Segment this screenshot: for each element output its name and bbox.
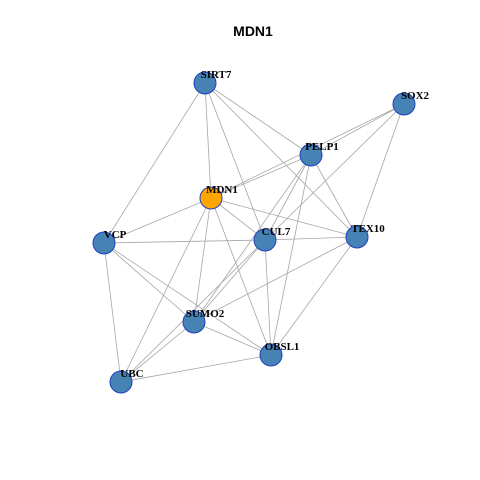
node-label: OBSL1 xyxy=(265,341,300,353)
node-label: CUL7 xyxy=(262,226,291,238)
node-tex10[interactable]: TEX10 xyxy=(345,223,385,249)
edge-mdn1-vcp xyxy=(103,197,212,244)
edge-cul7-tex10 xyxy=(264,236,358,241)
node-sumo2[interactable]: SUMO2 xyxy=(182,308,225,334)
node-circle[interactable] xyxy=(109,370,133,394)
edge-sirt7-pelp1 xyxy=(204,82,312,156)
edge-sirt7-cul7 xyxy=(204,82,266,241)
edge-mdn1-ubc xyxy=(120,197,212,383)
edge-sox2-tex10 xyxy=(356,103,405,238)
node-label: SOX2 xyxy=(401,90,430,102)
edge-pelp1-cul7 xyxy=(264,154,312,241)
node-cul7[interactable]: CUL7 xyxy=(253,226,291,252)
edge-sirt7-tex10 xyxy=(204,82,358,238)
edge-vcp-ubc xyxy=(103,242,122,383)
edge-tex10-sumo2 xyxy=(193,236,358,323)
edge-sirt7-mdn1 xyxy=(204,82,212,199)
node-mdn1[interactable]: MDN1 xyxy=(199,184,238,210)
node-label: PELP1 xyxy=(305,141,339,153)
edge-vcp-sumo2 xyxy=(103,242,195,323)
node-circle[interactable] xyxy=(299,143,323,167)
edge-sirt7-vcp xyxy=(103,82,206,244)
edge-sox2-cul7 xyxy=(264,103,405,241)
edge-cul7-sumo2 xyxy=(193,239,266,323)
edge-pelp1-mdn1 xyxy=(210,154,312,199)
edge-layer xyxy=(103,82,405,383)
node-vcp[interactable]: VCP xyxy=(92,229,127,255)
edge-sox2-pelp1 xyxy=(310,103,405,156)
edge-mdn1-tex10 xyxy=(210,197,358,238)
edge-cul7-obsl1 xyxy=(264,239,272,356)
node-circle[interactable] xyxy=(199,186,223,210)
node-circle[interactable] xyxy=(182,310,206,334)
edge-vcp-cul7 xyxy=(103,239,266,244)
node-circle[interactable] xyxy=(253,228,277,252)
node-label: UBC xyxy=(120,368,143,380)
node-obsl1[interactable]: OBSL1 xyxy=(259,341,300,367)
edge-mdn1-sumo2 xyxy=(193,197,212,323)
edge-pelp1-tex10 xyxy=(310,154,358,238)
edge-tex10-obsl1 xyxy=(270,236,358,356)
node-sox2[interactable]: SOX2 xyxy=(392,90,430,116)
edge-pelp1-sumo2 xyxy=(193,154,312,323)
node-ubc[interactable]: UBC xyxy=(109,368,144,394)
node-label: TEX10 xyxy=(351,223,385,235)
node-circle[interactable] xyxy=(259,343,283,367)
node-pelp1[interactable]: PELP1 xyxy=(299,141,339,167)
node-circle[interactable] xyxy=(392,92,416,116)
node-label: VCP xyxy=(104,229,127,241)
node-circle[interactable] xyxy=(92,231,116,255)
edge-ubc-obsl1 xyxy=(120,354,272,383)
edge-pelp1-obsl1 xyxy=(270,154,312,356)
edge-sumo2-obsl1 xyxy=(193,321,272,356)
diagram-title: MDN1 xyxy=(233,23,273,39)
node-label: SUMO2 xyxy=(186,308,225,320)
node-label: SIRT7 xyxy=(201,69,232,81)
node-label: MDN1 xyxy=(206,184,238,196)
edge-vcp-obsl1 xyxy=(103,242,272,356)
node-circle[interactable] xyxy=(345,225,369,249)
node-sirt7[interactable]: SIRT7 xyxy=(193,69,232,95)
edge-sumo2-ubc xyxy=(120,321,195,383)
edge-mdn1-obsl1 xyxy=(210,197,272,356)
node-circle[interactable] xyxy=(193,71,217,95)
